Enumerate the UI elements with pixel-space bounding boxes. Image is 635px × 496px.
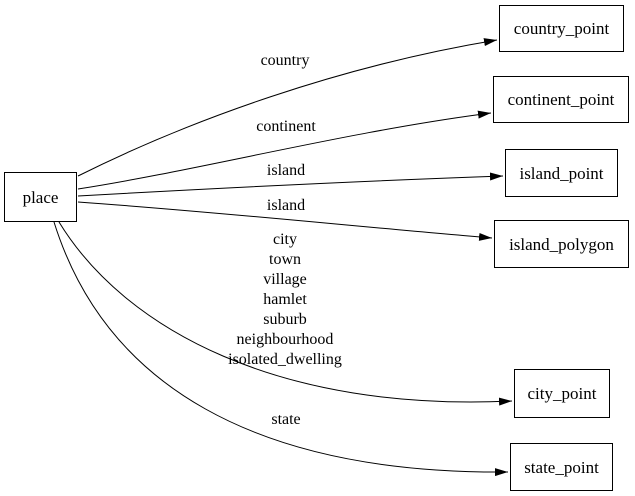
node-continent_point: continent_point <box>493 76 629 123</box>
edge-label-country_point: country <box>260 52 310 69</box>
node-state_point: state_point <box>510 443 613 491</box>
edge-label-island_polygon: island <box>266 197 306 214</box>
edge-place-to-continent_point <box>77 110 492 190</box>
edge-place-to-state_point <box>53 221 509 477</box>
node-label: island_point <box>519 163 604 183</box>
edge-label-state_point: state <box>271 411 301 428</box>
node-country_point: country_point <box>499 5 624 52</box>
node-place: place <box>4 172 77 222</box>
node-label: island_polygon <box>509 234 614 254</box>
node-label: city_point <box>527 384 597 403</box>
node-label: place <box>22 187 59 207</box>
edge-place-to-island_point <box>77 172 504 197</box>
edge-label-island_point: island <box>266 162 306 179</box>
node-island_point: island_point <box>505 149 618 197</box>
node-label: country_point <box>513 19 610 38</box>
edge-place-to-island_polygon <box>77 201 493 241</box>
edge-place-to-city_point <box>58 221 513 406</box>
node-label: state_point <box>524 457 599 477</box>
edge-paths-group <box>53 38 513 477</box>
node-label: continent_point <box>507 90 615 109</box>
edge-label-continent_point: continent <box>256 118 316 135</box>
node-island_polygon: island_polygon <box>494 220 629 268</box>
node-city_point: city_point <box>514 369 610 418</box>
edge-place-to-country_point <box>77 38 498 177</box>
edge-label-city_point: city town village hamlet suburb neighbou… <box>228 231 342 368</box>
